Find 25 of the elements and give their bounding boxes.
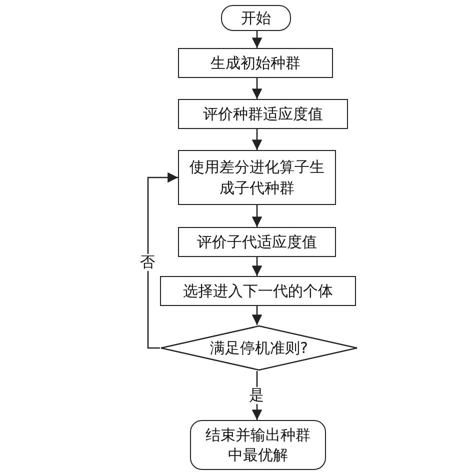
node-text: 评价种群适应度值 bbox=[203, 104, 323, 124]
process-box bbox=[178, 227, 336, 257]
process-box bbox=[160, 276, 356, 306]
terminal-box bbox=[190, 420, 326, 470]
terminal-box bbox=[221, 5, 291, 31]
edge-label: 是 bbox=[249, 386, 264, 404]
node-text: 选择进入下一代的个体 bbox=[183, 280, 333, 302]
arrow bbox=[252, 306, 262, 325]
edge-label: 否 bbox=[140, 254, 155, 271]
arrow bbox=[147, 172, 178, 349]
node-text: 满足停机准则? bbox=[210, 338, 308, 358]
process-box bbox=[178, 48, 333, 78]
arrow bbox=[252, 31, 262, 48]
node-text: 评价子代适应度值 bbox=[197, 232, 317, 252]
node-text: 结束并输出种群中最优解 bbox=[204, 424, 312, 466]
node-text: 使用差分进化算子生成子代种群 bbox=[188, 157, 326, 198]
process-box bbox=[178, 99, 348, 129]
node-text: 生成初始种群 bbox=[210, 52, 300, 74]
arrow bbox=[252, 257, 262, 276]
arrow bbox=[252, 205, 262, 227]
arrow bbox=[252, 129, 262, 150]
node-text: 开始 bbox=[241, 8, 271, 28]
process-box bbox=[178, 150, 336, 205]
decision-diamond bbox=[160, 325, 358, 371]
arrow bbox=[252, 78, 262, 99]
